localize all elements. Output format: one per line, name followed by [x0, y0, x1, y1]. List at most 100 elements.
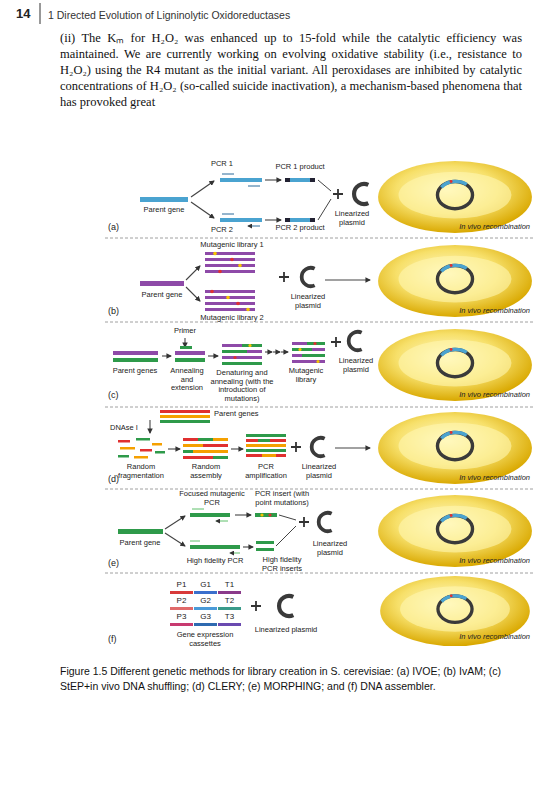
panel-d-genes	[213, 456, 228, 459]
linear-plasmids	[279, 184, 368, 616]
panel-d-genes	[183, 450, 193, 453]
cassette-label: T3	[218, 613, 241, 622]
panel-b-genes	[205, 258, 255, 261]
cassette-label: P2	[170, 597, 193, 606]
panel-c-genes	[222, 362, 262, 365]
cassette-segment: P3	[170, 613, 193, 626]
panel-c-genes	[180, 346, 192, 349]
panel-a-genes	[140, 174, 315, 226]
panel-d-genes	[203, 444, 228, 447]
plus-signs	[251, 601, 261, 611]
linear-plasmids	[279, 596, 293, 616]
figure-label: Parent genes	[110, 367, 160, 376]
figure-label: Mutagenic library	[284, 367, 329, 384]
panel-c-genes	[248, 344, 319, 363]
linear-plasmids	[349, 332, 362, 350]
panel-b-genes	[213, 252, 217, 256]
panel-e-genes	[190, 513, 230, 517]
plus-signs	[291, 442, 301, 452]
figure-label: PCR 1	[202, 160, 242, 169]
panel-d-genes	[183, 438, 228, 459]
panel-b-genes	[210, 290, 214, 294]
cassette-segment: P1	[170, 581, 193, 594]
panel-c-genes	[298, 348, 301, 351]
panel-letter: (e)	[108, 558, 128, 568]
panel-c-genes	[312, 348, 325, 351]
cassette-label: P3	[170, 613, 193, 622]
panel-b-genes	[205, 270, 255, 273]
panel-e-genes	[190, 541, 240, 553]
panel-d-genes	[155, 451, 165, 454]
figure-label: Primer	[165, 327, 205, 336]
panel-b-genes	[218, 270, 222, 274]
arrows	[265, 179, 281, 180]
panel-c-genes	[222, 344, 262, 365]
panel-c-genes	[248, 344, 251, 347]
panel-d-genes	[160, 420, 210, 423]
panel-e-genes	[256, 548, 274, 551]
arrows	[162, 355, 171, 356]
figure-label: High fidelity PCR	[180, 557, 250, 566]
figure-label: In vivo recombination	[420, 223, 530, 232]
arrows	[265, 219, 281, 220]
panel-d-genes	[136, 438, 150, 441]
panel-e-genes	[256, 541, 274, 544]
panel-c-genes	[222, 344, 242, 347]
panel-d-genes	[183, 438, 198, 441]
panel-c-genes	[113, 351, 158, 355]
panel-c-genes	[222, 350, 247, 353]
figure-label: Focused mutagenic PCR	[177, 490, 247, 507]
panel-d-genes	[246, 454, 286, 457]
plus-signs	[279, 272, 289, 282]
linear-plasmids	[319, 513, 332, 531]
panel-d-genes	[183, 456, 213, 459]
cassette-segment: T2	[218, 597, 241, 610]
panel-c-genes	[113, 358, 158, 362]
panel-dividers	[105, 238, 535, 573]
cells	[378, 161, 532, 646]
figure-label: In vivo recombination	[420, 474, 530, 483]
panel-c-genes	[292, 354, 302, 357]
arrows	[273, 351, 280, 352]
panel-b-genes	[205, 296, 255, 299]
panel-b-genes	[226, 296, 230, 300]
panel-d-genes	[118, 410, 286, 459]
cassette-label: P1	[170, 581, 193, 590]
linear-plasmids	[312, 438, 325, 456]
panel-a-genes	[310, 178, 315, 182]
linear-plasmids	[354, 184, 368, 204]
panel-b-genes	[210, 258, 240, 306]
plus-signs	[299, 517, 309, 527]
arrows	[150, 180, 370, 547]
panel-d-genes	[118, 438, 165, 459]
panel-b-genes	[140, 281, 184, 286]
cassette-segment: T1	[218, 581, 241, 594]
figure-label: PCR 1 product	[270, 163, 330, 172]
panel-e-genes	[118, 529, 163, 534]
panel-d-genes	[246, 444, 286, 447]
figure-label: In vivo recombination	[420, 633, 530, 642]
panel-d-genes	[183, 444, 203, 447]
panel-a-genes	[220, 218, 262, 222]
figure-label: Random fragmentation	[114, 463, 169, 480]
panel-d-genes	[120, 447, 135, 450]
plus-signs	[331, 337, 341, 347]
panel-a-genes	[285, 218, 315, 222]
panel-a-genes	[285, 178, 315, 182]
panel-c-genes	[242, 344, 262, 347]
figure-label: Mutagenic library 2	[187, 314, 277, 323]
figure-label: PCR amplification	[244, 463, 289, 480]
page-number: 14	[16, 7, 38, 22]
arrows	[165, 533, 185, 546]
panel-letter: (f)	[108, 634, 128, 644]
panel-d-genes	[118, 455, 129, 458]
panel-c-genes	[292, 342, 325, 363]
header-rule	[40, 3, 41, 24]
arrows	[184, 338, 185, 347]
panel-d-genes	[246, 449, 286, 452]
panel-c-genes	[292, 360, 325, 363]
arrows	[191, 202, 214, 218]
cassette-segment: T3	[218, 613, 241, 626]
arrows	[149, 420, 150, 433]
panel-e-genes	[260, 513, 263, 516]
